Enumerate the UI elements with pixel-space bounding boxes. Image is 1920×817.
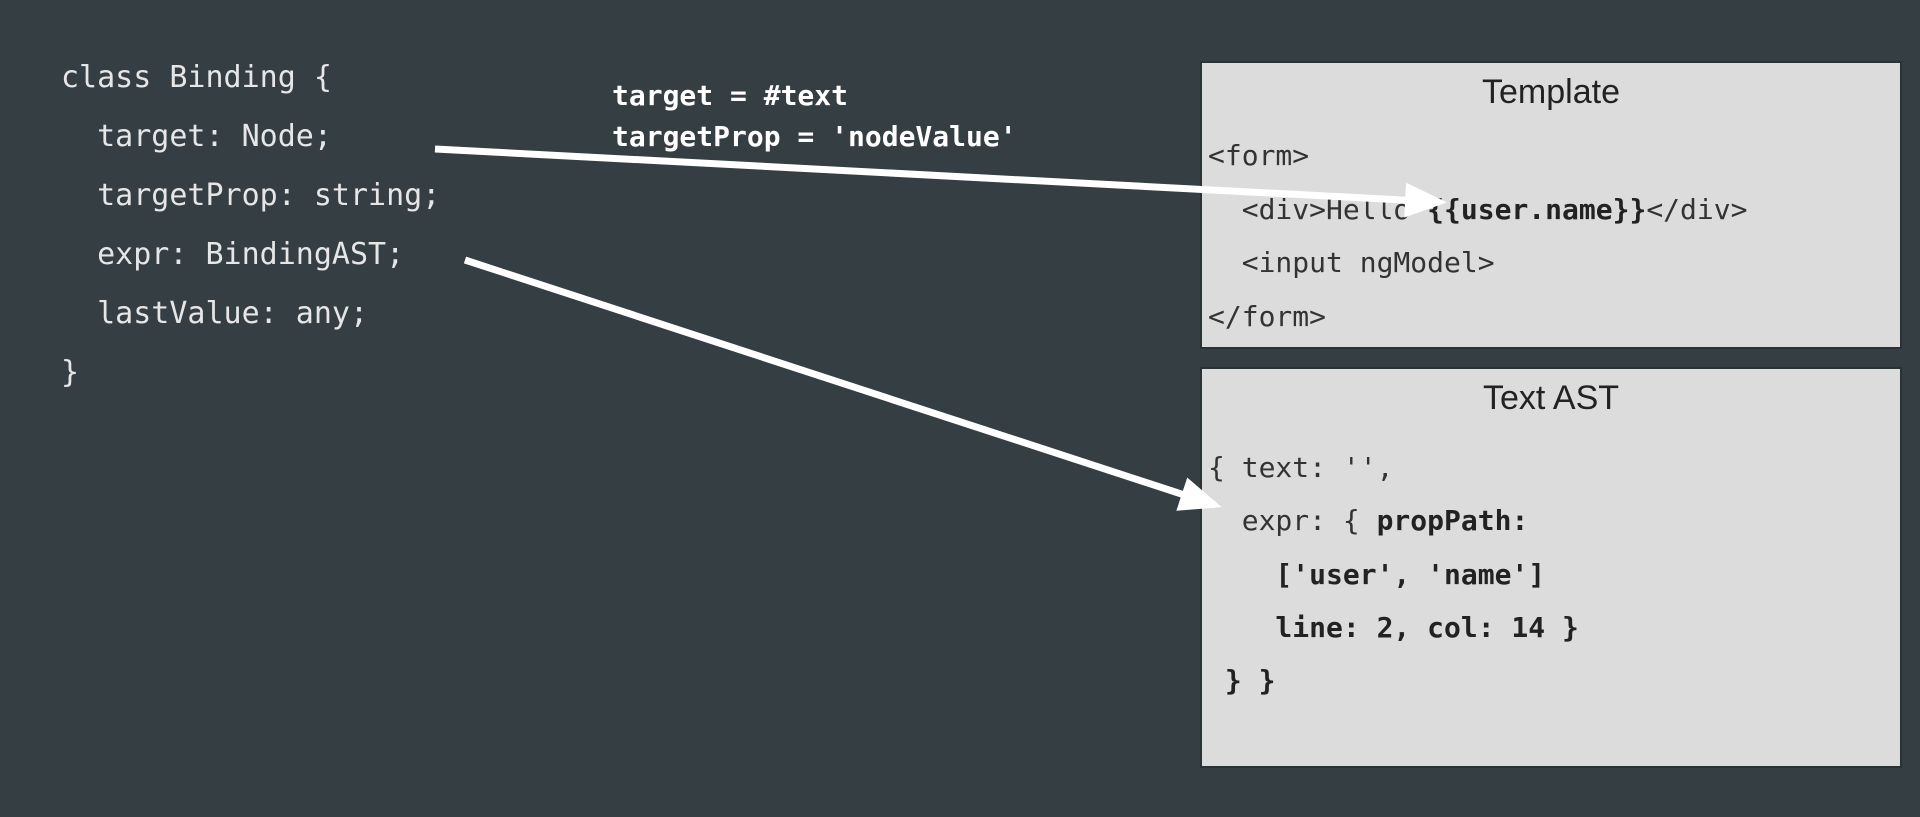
code-line: lastValue: any; [61,296,369,331]
code-line: targetProp: string; [61,178,441,213]
ast-line: expr: { propPath: [1208,494,1900,547]
code-line: class Binding { [61,60,332,95]
template-line: <form> [1208,139,1310,172]
ast-line: ['user', 'name'] [1208,557,1546,591]
ast-expr-key: expr: { [1208,504,1377,538]
template-line: <input ngModel> [1208,246,1495,279]
annotation-target-prop: targetProp = 'nodeValue' [612,120,1017,153]
text-ast-title: Text AST [1482,379,1620,417]
ast-proppath-key: propPath: [1376,504,1529,538]
template-title: Template [1482,73,1620,111]
code-line: target: Node; [61,119,332,154]
ast-line: } } [1208,664,1276,698]
binding-class-code: class Binding { target: Node; targetProp… [61,48,440,402]
code-line: expr: BindingAST; [61,237,405,272]
binding-annotation: target = #text targetProp = 'nodeValue' [612,75,1017,157]
expr-arrow [463,256,1222,511]
code-line: } [61,355,80,390]
interpolation-binding: {{user.name}} [1427,192,1647,226]
ast-line: line: 2, col: 14 } [1208,610,1579,644]
annotation-target: target = #text [612,79,849,112]
ast-line: { text: '', [1208,451,1394,484]
text-ast-box: Text AST { text: '', expr: { propPath: [… [1200,367,1902,768]
template-line: </form> [1208,299,1327,333]
template-div-close: </div> [1646,192,1748,226]
target-arrow [434,145,1447,218]
